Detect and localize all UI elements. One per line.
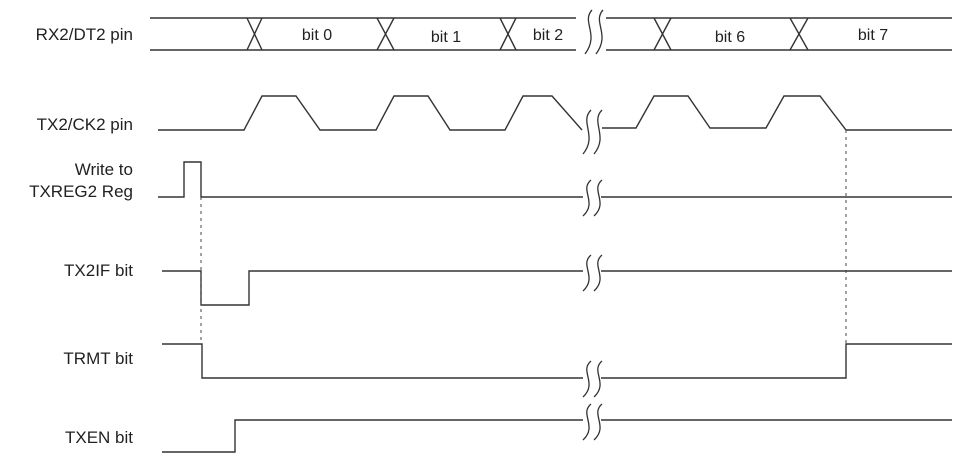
label-trmt-bit: TRMT bit (63, 349, 133, 368)
trmt-waveform (162, 343, 952, 379)
time-break-marker (582, 8, 604, 452)
label-tx2if-bit: TX2IF bit (64, 261, 133, 280)
tx-clock-waveform-left (158, 95, 583, 131)
write-txreg2-waveform (158, 161, 952, 198)
rx-bus-transitions (246, 17, 809, 51)
label-rx2-dt2-pin: RX2/DT2 pin (36, 25, 133, 44)
label-txreg2-reg: TXREG2 Reg (29, 182, 133, 201)
txen-waveform (162, 419, 952, 453)
bit-2-label: bit 2 (533, 27, 563, 44)
bit-1-label: bit 1 (431, 29, 461, 46)
bit-7-label: bit 7 (858, 27, 888, 44)
label-tx2-ck2-pin: TX2/CK2 pin (37, 115, 133, 134)
tx-clock-waveform-right (602, 95, 952, 131)
label-txen-bit: TXEN bit (65, 428, 133, 447)
tx2if-waveform (162, 270, 952, 306)
bit-0-label: bit 0 (302, 27, 332, 44)
bit-6-label: bit 6 (715, 29, 745, 46)
label-write-to: Write to (75, 160, 133, 179)
